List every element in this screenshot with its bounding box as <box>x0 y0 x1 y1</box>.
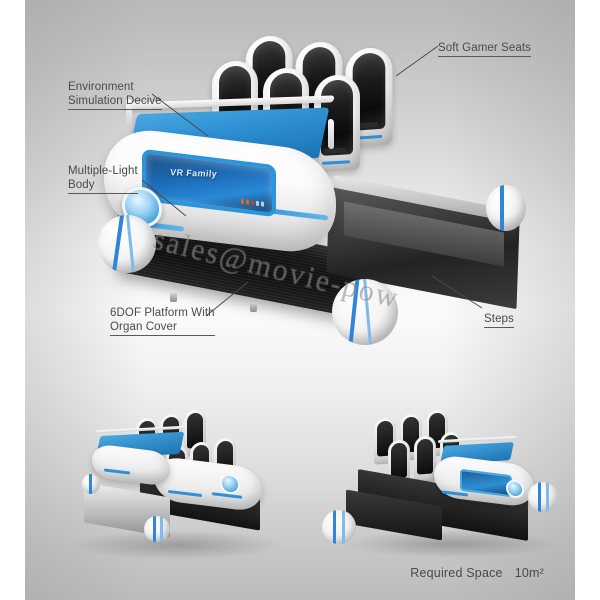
thumb-roller <box>82 474 100 494</box>
callout-label: Steps <box>484 312 514 328</box>
callout-label: 6DOF Platform With Organ Cover <box>110 306 215 336</box>
roller-stripe <box>111 215 125 273</box>
steps-end-cap-left <box>332 279 398 345</box>
hero-product-render: VR Family <box>98 34 526 375</box>
thumbnail-rear-view <box>62 400 292 560</box>
thumb-roller <box>322 510 356 544</box>
body-roller-left <box>98 215 156 273</box>
platform-foot <box>250 303 257 312</box>
brand-label: VR Family <box>169 167 218 179</box>
roller-stripe <box>125 215 136 273</box>
callout-6dof-platform: 6DOF Platform With Organ Cover <box>110 292 215 350</box>
platform-foot <box>170 293 177 302</box>
roller-stripe <box>500 185 504 231</box>
required-space-value: 10m² <box>514 566 544 580</box>
required-space-label: Required Space <box>410 566 503 580</box>
led-indicator <box>256 200 259 207</box>
led-indicator <box>241 198 244 205</box>
callout-environment-simulation-device: Environment Simulation Decive <box>68 66 162 124</box>
thumb-roller <box>528 482 558 512</box>
thumbnail-front-view <box>322 398 570 558</box>
steps-end-cap-right <box>486 185 526 231</box>
led-indicator <box>261 201 264 207</box>
thumb-roller <box>144 516 170 542</box>
callout-multiple-light-body: Multiple-Light Body <box>68 150 138 208</box>
led-indicator <box>246 199 249 205</box>
callout-label: Soft Gamer Seats <box>438 41 531 57</box>
indicator-leds <box>241 198 264 207</box>
callout-label: Environment Simulation Decive <box>68 80 162 110</box>
rail-post-right <box>328 118 334 150</box>
callout-label: Multiple-Light Body <box>68 164 138 194</box>
thumb-shadow <box>72 530 282 560</box>
required-space-spec: Required Space 10m² <box>410 566 544 580</box>
thumb-seat <box>414 435 436 483</box>
led-indicator <box>251 200 254 206</box>
callout-soft-gamer-seats: Soft Gamer Seats <box>438 27 531 71</box>
callout-steps: Steps <box>484 298 514 342</box>
